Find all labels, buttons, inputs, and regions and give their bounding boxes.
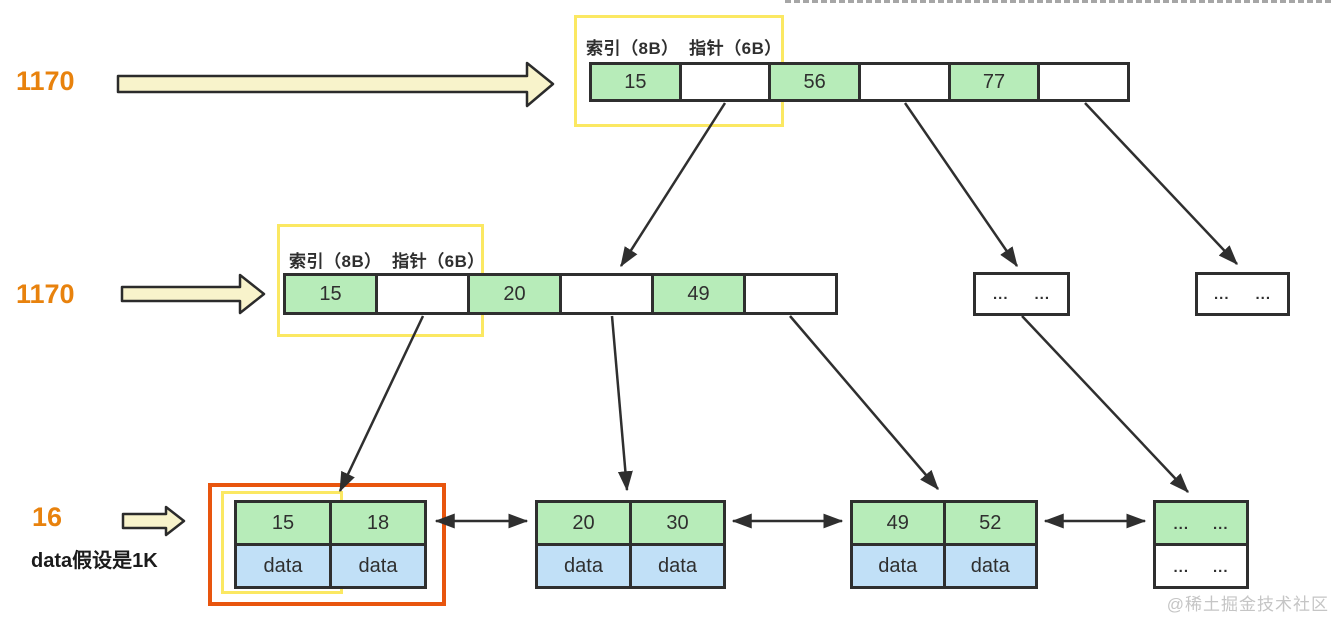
leaf2-data-1: data	[535, 543, 632, 589]
internal-header-label: 索引（8B） 指针（6B）	[289, 252, 485, 271]
ellipsis-text: ...	[1213, 285, 1230, 303]
internal-cell-ptr-2	[559, 273, 654, 315]
internal-cell-ptr-3	[743, 273, 838, 315]
arrow-internal-ptr3-to-leaf3	[789, 315, 939, 490]
internal-cell-key-1: 15	[283, 273, 378, 315]
ellipsis-text: ...	[1213, 558, 1229, 576]
leaf-fanout-label: 16	[32, 502, 63, 532]
block-arrow-internal	[120, 273, 266, 315]
internal-cell-key-2: 20	[467, 273, 562, 315]
ellipsis-text: ...	[1034, 285, 1051, 303]
leaf4-data-row: ......	[1153, 543, 1249, 589]
leaf1-key-2: 18	[329, 500, 427, 546]
arrow-root-ptr1-to-internal	[619, 102, 727, 268]
leaf3-key-2: 52	[942, 500, 1038, 546]
ellipsis-text: ...	[1255, 285, 1272, 303]
leaf-highlight-orange-box	[208, 483, 446, 606]
internal-node: 15 20 49	[283, 273, 838, 315]
root-cell-ptr-1	[678, 62, 772, 102]
leaf2-key-1: 20	[535, 500, 632, 546]
top-dashed-line	[785, 0, 1331, 3]
root-cell-ptr-2	[858, 62, 951, 102]
leaf3-data-1: data	[850, 543, 946, 589]
root-cell-key-1: 15	[589, 62, 682, 102]
watermark: @稀土掘金技术社区	[1166, 595, 1329, 614]
arrow-internal-ptr2-to-leaf2	[610, 315, 633, 492]
leaf-node-4-overflow: ...... ......	[1153, 500, 1249, 589]
internal-overflow-node-right: ... ...	[1195, 272, 1290, 316]
block-arrow-root	[116, 61, 555, 108]
ellipsis-text: ...	[1173, 515, 1189, 533]
leaf1-data-2: data	[329, 543, 427, 589]
internal-cell-key-3: 49	[651, 273, 746, 315]
root-cell-key-3: 77	[947, 62, 1041, 102]
internal-overflow-node-left: ... ...	[973, 272, 1070, 316]
leaf1-key-1: 15	[234, 500, 332, 546]
ellipsis-text: ...	[1173, 558, 1189, 576]
leaf2-key-2: 30	[629, 500, 726, 546]
leaf2-data-2: data	[629, 543, 726, 589]
leaf3-key-1: 49	[850, 500, 946, 546]
arrow-overflow-left-to-leaf4	[1021, 315, 1189, 493]
arrow-root-ptr2-to-overflow-left	[903, 102, 1019, 268]
leaf3-data-2: data	[942, 543, 1038, 589]
leaf-node-1: 15 18 data data	[234, 500, 427, 589]
internal-cell-ptr-1	[375, 273, 470, 315]
root-header-label: 索引（8B） 指针（6B）	[586, 39, 782, 58]
leaf4-keys-row: ......	[1153, 500, 1249, 546]
block-arrow-leaf	[121, 505, 186, 537]
root-fanout-label: 1170	[16, 66, 75, 96]
root-cell-key-2: 56	[768, 62, 862, 102]
leaf-node-2: 20 30 data data	[535, 500, 726, 589]
root-node: 15 56 77	[589, 62, 1131, 102]
root-cell-ptr-3	[1037, 62, 1131, 102]
leaf-node-3: 49 52 data data	[850, 500, 1038, 589]
leaf-size-note: data假设是1K	[31, 550, 158, 572]
internal-fanout-label: 1170	[16, 279, 75, 309]
ellipsis-text: ...	[1213, 515, 1229, 533]
arrow-internal-ptr1-to-leaf1	[338, 315, 425, 493]
leaf1-data-1: data	[234, 543, 332, 589]
ellipsis-text: ...	[992, 285, 1009, 303]
arrow-root-ptr3-to-overflow-right	[1084, 102, 1238, 265]
